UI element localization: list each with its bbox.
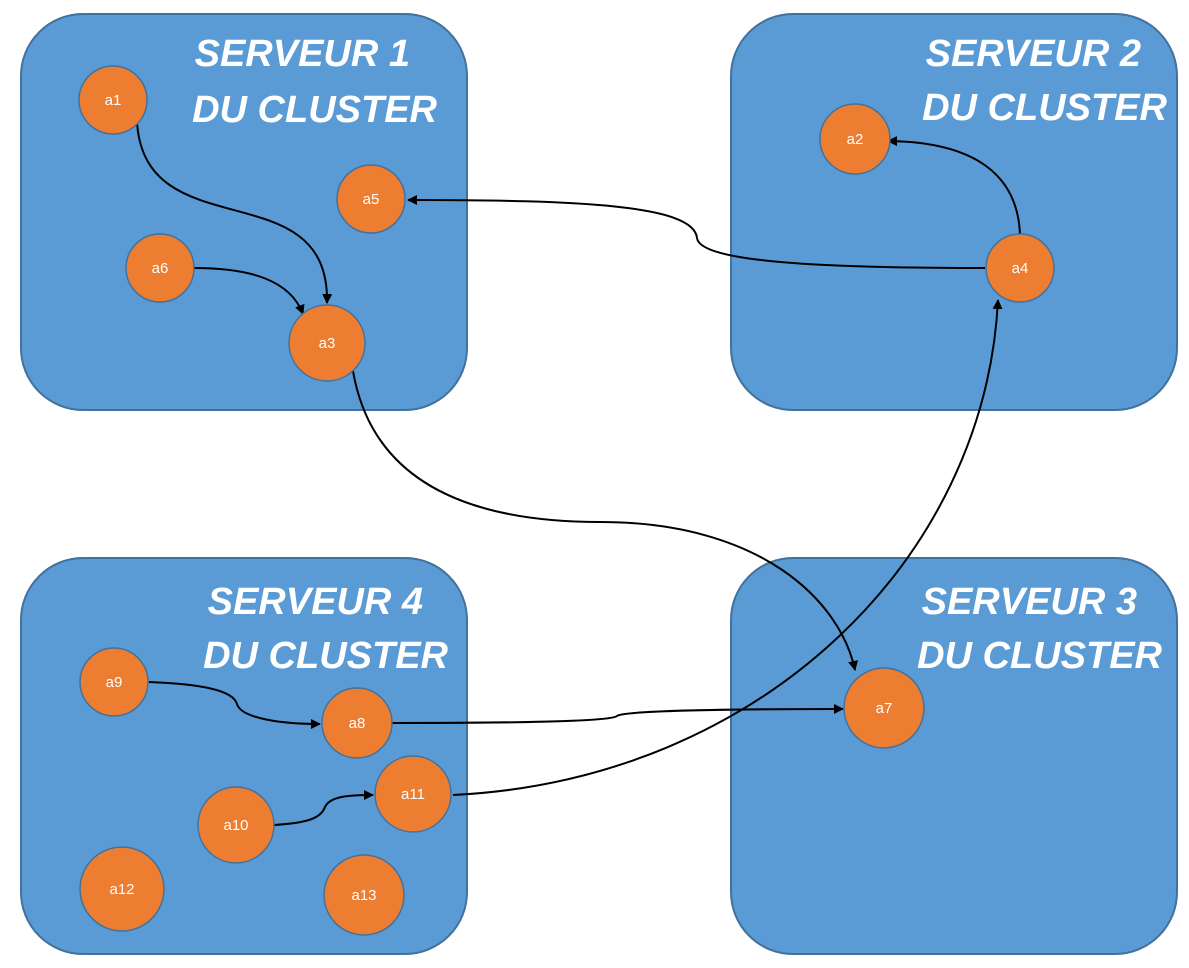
node-label: a8 xyxy=(349,715,366,732)
node-label: a5 xyxy=(363,191,380,208)
edge-a6-a3 xyxy=(193,267,305,315)
node-label: a10 xyxy=(223,817,248,834)
server-3-box: SERVEUR 3 DU CLUSTER xyxy=(730,557,1178,955)
edge-a9-a8 xyxy=(148,681,321,729)
server-2-title-line2: DU CLUSTER xyxy=(922,87,1167,129)
node-a3: a3 xyxy=(288,304,366,382)
node-label: a11 xyxy=(401,786,425,803)
server-1-title-line2: DU CLUSTER xyxy=(192,89,437,131)
server-2-title-line1: SERVEUR 2 xyxy=(926,33,1141,75)
node-a4: a4 xyxy=(985,233,1055,303)
node-a9: a9 xyxy=(79,647,149,717)
server-4-title-line2: DU CLUSTER xyxy=(203,635,448,677)
edge-a4-a5 xyxy=(407,195,986,269)
node-a7: a7 xyxy=(843,667,925,749)
node-a1: a1 xyxy=(78,65,148,135)
node-a2: a2 xyxy=(819,103,891,175)
node-label: a3 xyxy=(319,335,336,352)
server-4-title-line1: SERVEUR 4 xyxy=(208,581,423,623)
edge-a11-a4 xyxy=(452,299,1003,796)
node-a5: a5 xyxy=(336,164,406,234)
server-3-title-line1: SERVEUR 3 xyxy=(922,581,1137,623)
node-a12: a12 xyxy=(79,846,165,932)
server-1-title-line1: SERVEUR 1 xyxy=(195,33,410,75)
node-a6: a6 xyxy=(125,233,195,303)
node-label: a7 xyxy=(876,700,893,717)
node-label: a1 xyxy=(105,92,122,109)
edge-a1-a3 xyxy=(136,121,333,304)
edge-a8-a7 xyxy=(391,704,844,724)
node-a11: a11 xyxy=(374,755,452,833)
node-label: a4 xyxy=(1012,260,1029,277)
node-label: a12 xyxy=(109,881,134,898)
node-a13: a13 xyxy=(323,854,405,936)
node-a10: a10 xyxy=(197,786,275,864)
node-label: a2 xyxy=(847,131,864,148)
nodes: a1 a5 a6 a3 a2 a4 a7 a9 xyxy=(78,65,1055,936)
edges xyxy=(136,121,1021,826)
node-label: a9 xyxy=(106,674,123,691)
edge-a3-a7 xyxy=(352,370,858,671)
server-2-box: SERVEUR 2 DU CLUSTER xyxy=(730,13,1178,411)
node-label: a13 xyxy=(351,887,376,904)
edge-a10-a11 xyxy=(273,790,374,826)
server-3-title-line2: DU CLUSTER xyxy=(917,635,1162,677)
node-a8: a8 xyxy=(321,687,393,759)
node-label: a6 xyxy=(152,260,169,277)
edge-a4-a2 xyxy=(887,136,1021,236)
